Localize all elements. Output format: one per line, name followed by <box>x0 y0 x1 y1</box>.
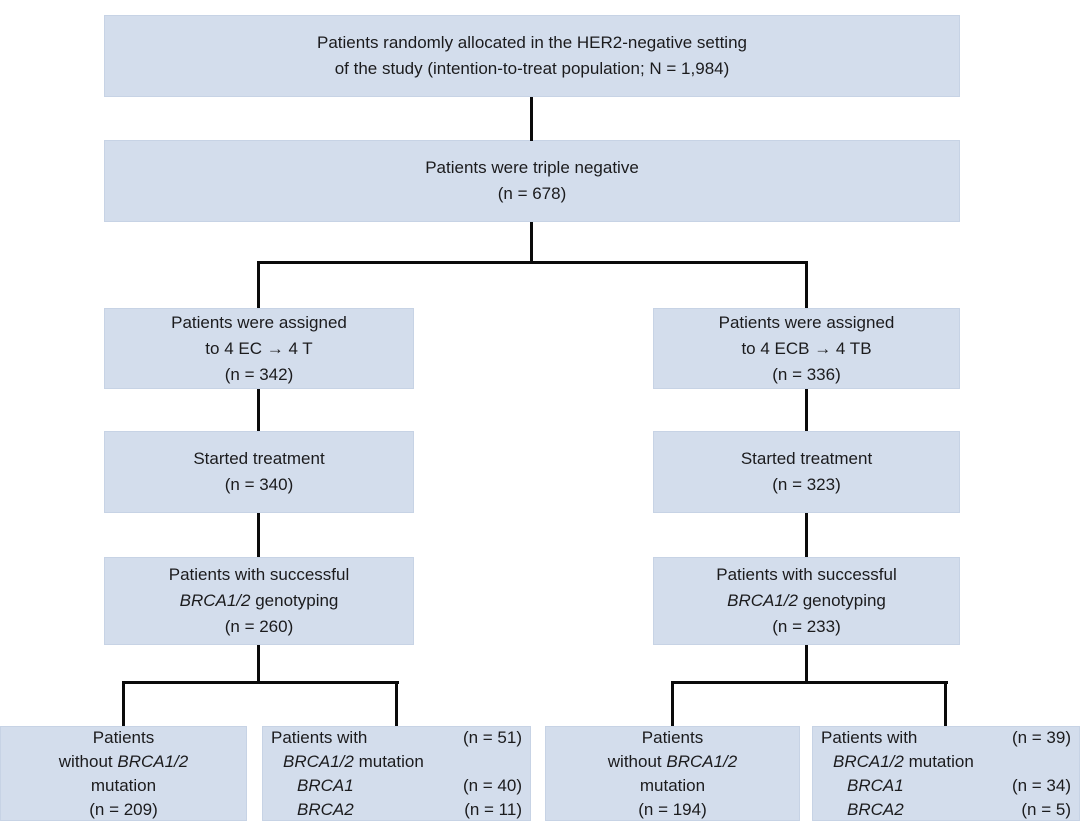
box-started-treatment-left: Started treatment (n = 340) <box>104 431 414 513</box>
box-text-row: BRCA1 (n = 40) <box>263 774 530 798</box>
box-text-line: without BRCA1/2 <box>608 750 737 774</box>
box-text-line: Patients were assigned <box>718 312 895 332</box>
connector-branch-to-assigned-left <box>257 261 260 308</box>
box-text-segment: BRCA1/2 mutation <box>821 750 974 774</box>
count-value: (n = 39) <box>1011 727 1071 747</box>
gene-name: BRCA2 <box>847 799 904 819</box>
connector-branch-horizontal-bottom-left <box>122 681 399 684</box>
box-text-line: (n = 260) <box>224 617 294 636</box>
box-text-segment: without <box>607 751 667 771</box>
box-without-mutation-right: Patients without BRCA1/2 mutation (n = 1… <box>545 726 800 821</box>
box-text-segment: without <box>58 751 118 771</box>
box-text-row: BRCA1/2 mutation <box>263 750 530 774</box>
box-text-line: Patients <box>92 727 155 747</box>
connector-to-without-mutation-right <box>671 681 674 726</box>
box-text-line: Patients were triple negative <box>425 158 639 177</box>
box-text-line: Patients <box>641 727 704 747</box>
connector-genotyping-to-branch-left <box>257 645 260 682</box>
box-text-line: (n = 209) <box>89 799 158 819</box>
gene-name: BRCA1/2 <box>179 591 251 610</box>
box-text-line: mutation <box>90 775 157 795</box>
box-text-segment: Patients with <box>271 727 368 747</box>
box-text-line: without BRCA1/2 <box>59 750 188 774</box>
connector-assigned-to-started-right <box>805 389 808 431</box>
connector-branch-horizontal-bottom-right <box>671 681 948 684</box>
box-randomly-allocated: Patients randomly allocated in the HER2-… <box>104 15 960 97</box>
box-text-line: BRCA1/2 genotyping <box>727 588 886 614</box>
box-genotyping-left: Patients with successful BRCA1/2 genotyp… <box>104 557 414 645</box>
connector-assigned-to-started-left <box>257 389 260 431</box>
box-text-line: Patients were assigned <box>171 312 347 332</box>
box-text-segment: genotyping <box>250 591 339 610</box>
box-text-line: mutation <box>639 775 706 795</box>
box-text-line: (n = 323) <box>772 475 841 494</box>
box-assigned-ecb-tb: Patients were assigned to 4 ECB → 4 TB (… <box>653 308 960 389</box>
box-genotyping-right: Patients with successful BRCA1/2 genotyp… <box>653 557 960 645</box>
box-with-mutation-right: Patients with (n = 39) BRCA1/2 mutation … <box>812 726 1080 821</box>
gene-name: BRCA1/2 <box>117 751 189 771</box>
gene-name: BRCA1 <box>847 775 904 795</box>
box-text-segment: mutation <box>353 751 424 771</box>
connector-started-to-genotyping-left <box>257 513 260 557</box>
box-text-line: (n = 336) <box>772 364 841 384</box>
box-assigned-ec-t: Patients were assigned to 4 EC → 4 T (n … <box>104 308 414 389</box>
box-text-line: of the study (intention-to-treat populat… <box>334 59 730 78</box>
connector-to-with-mutation-left <box>395 681 398 726</box>
count-value: (n = 40) <box>462 775 522 795</box>
connector-branch-to-assigned-right <box>805 261 808 308</box>
box-text-line: Patients randomly allocated in the HER2-… <box>317 33 747 52</box>
box-text-row: BRCA2 (n = 5) <box>813 798 1079 822</box>
box-text-line: (n = 342) <box>224 364 294 384</box>
box-text-line: (n = 233) <box>772 617 841 636</box>
box-text-line: (n = 678) <box>497 184 567 203</box>
connector-triple-to-branch <box>530 222 533 262</box>
box-text-row: BRCA2 (n = 11) <box>263 798 530 822</box>
box-text-row: BRCA1 (n = 34) <box>813 774 1079 798</box>
gene-name: BRCA1 <box>297 775 354 795</box>
box-text-row: Patients with (n = 51) <box>263 726 530 750</box>
box-text-row: Patients with (n = 39) <box>813 726 1079 750</box>
gene-name: BRCA1/2 <box>283 751 354 771</box>
gene-name: BRCA1/2 <box>666 751 738 771</box>
box-text-segment: mutation <box>903 751 974 771</box>
box-text-segment: Patients with <box>821 727 918 747</box>
box-text-line: BRCA1/2 genotyping <box>180 588 339 614</box>
connector-to-without-mutation-left <box>122 681 125 726</box>
box-text-line: to 4 ECB → 4 TB <box>741 338 872 358</box>
box-triple-negative: Patients were triple negative (n = 678) <box>104 140 960 222</box>
box-text-line: Patients with successful <box>168 565 350 584</box>
box-text-line: to 4 EC → 4 T <box>205 338 313 358</box>
connector-genotyping-to-branch-right <box>805 645 808 682</box>
box-text-segment: BRCA1/2 mutation <box>271 750 424 774</box>
gene-name: BRCA2 <box>297 799 354 819</box>
count-value: (n = 5) <box>1021 799 1071 819</box>
count-value: (n = 51) <box>462 727 522 747</box>
connector-to-with-mutation-right <box>944 681 947 726</box>
connector-branch-horizontal-top <box>257 261 808 264</box>
gene-name: BRCA1/2 <box>727 591 798 610</box>
box-text-line: (n = 194) <box>638 799 707 819</box>
gene-name: BRCA1/2 <box>833 751 904 771</box>
box-text-line: Patients with successful <box>716 565 897 584</box>
count-value: (n = 11) <box>464 799 522 819</box>
box-text-line: Started treatment <box>740 449 873 468</box>
box-without-mutation-left: Patients without BRCA1/2 mutation (n = 2… <box>0 726 247 821</box>
box-text-line: Started treatment <box>193 449 325 468</box>
box-started-treatment-right: Started treatment (n = 323) <box>653 431 960 513</box>
count-value: (n = 34) <box>1011 775 1071 795</box>
box-text-row: BRCA1/2 mutation <box>813 750 1079 774</box>
box-with-mutation-left: Patients with (n = 51) BRCA1/2 mutation … <box>262 726 531 821</box>
connector-started-to-genotyping-right <box>805 513 808 557</box>
connector-allocated-to-triple <box>530 97 533 141</box>
box-text-line: (n = 340) <box>224 475 294 494</box>
box-text-segment: genotyping <box>797 591 886 610</box>
